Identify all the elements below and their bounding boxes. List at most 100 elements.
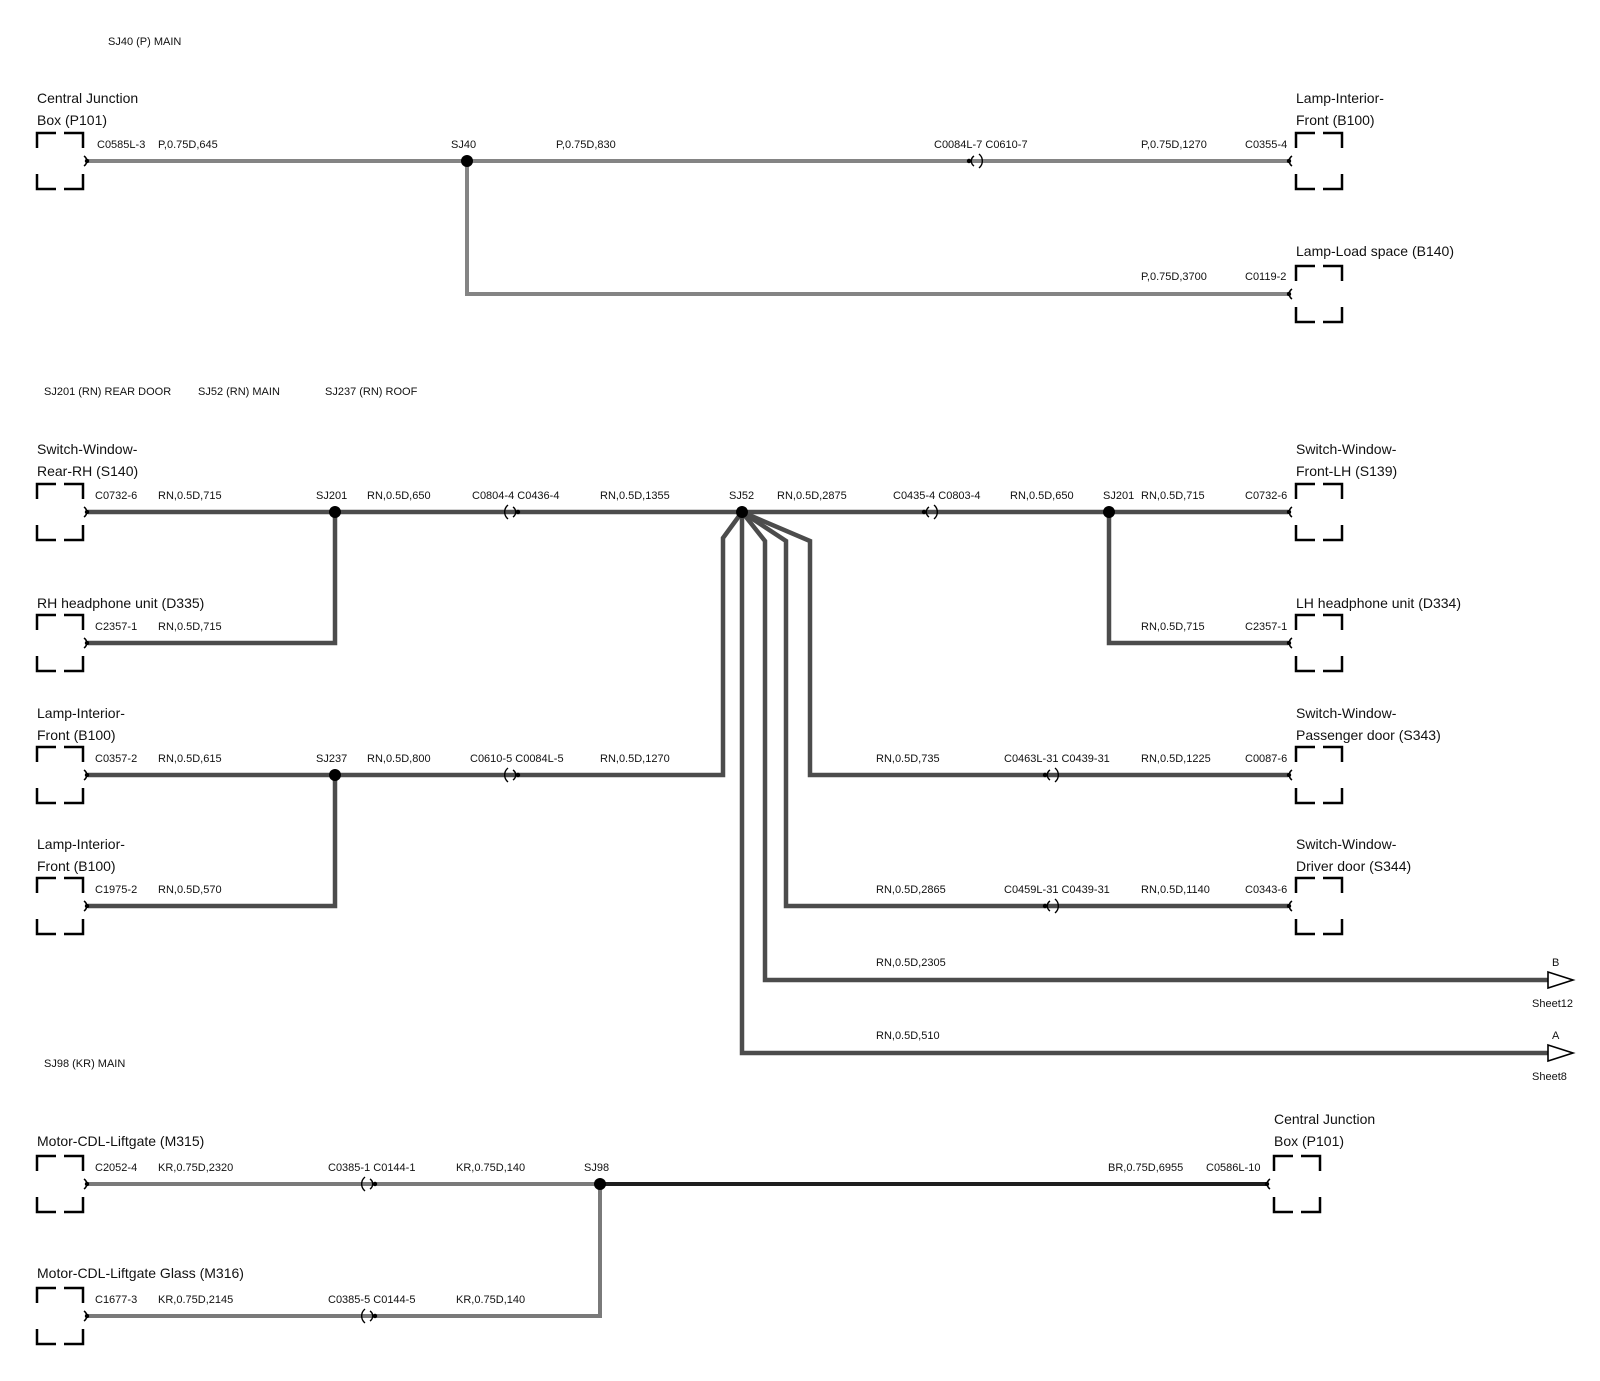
pin-icon bbox=[1286, 637, 1293, 649]
splice-group-label: SJ201 (RN) REAR DOOR bbox=[44, 386, 171, 398]
component-label-sw-rear-rh: Switch-Window- bbox=[37, 441, 138, 457]
splice-group-label: SJ98 (KR) MAIN bbox=[44, 1058, 125, 1070]
inline-connector-icon bbox=[504, 504, 521, 520]
wire-label: RN,0.5D,510 bbox=[876, 1030, 940, 1042]
connector-label: C0435-4 C0803-4 bbox=[893, 490, 980, 502]
pin-icon bbox=[1286, 506, 1293, 518]
component-label-sw-driver: Switch-Window- bbox=[1296, 836, 1397, 852]
splice-label: SJ201 bbox=[316, 490, 347, 502]
connector-label: C0385-5 C0144-5 bbox=[328, 1294, 415, 1306]
component-label-lamp-front-b: Front (B100) bbox=[37, 858, 116, 874]
component-label-lamp-front-a: Front (B100) bbox=[37, 727, 116, 743]
component-connector-icon bbox=[1294, 876, 1344, 936]
pin-icon bbox=[83, 769, 90, 781]
connector-label: C2052-4 bbox=[95, 1162, 137, 1174]
wire-label: RN,0.5D,715 bbox=[158, 490, 222, 502]
wire-rn-sheet12 bbox=[740, 510, 1550, 983]
splice-dot bbox=[1103, 506, 1115, 518]
offsheet-sheet-label: Sheet8 bbox=[1532, 1071, 1567, 1083]
wire-label: RN,0.5D,650 bbox=[1010, 490, 1074, 502]
component-connector-icon bbox=[1294, 613, 1344, 673]
wire-label: RN,0.5D,1270 bbox=[600, 753, 670, 765]
pin-icon bbox=[83, 1310, 90, 1322]
pin-icon bbox=[1286, 155, 1293, 167]
splice-dot bbox=[329, 769, 341, 781]
component-label-sw-front-lh: Front-LH (S139) bbox=[1296, 463, 1397, 479]
pin-icon bbox=[83, 506, 90, 518]
component-label-cjb-top: Box (P101) bbox=[37, 112, 107, 128]
wire-label: RN,0.5D,800 bbox=[367, 753, 431, 765]
component-connector-icon bbox=[1294, 264, 1344, 324]
inline-connector-icon bbox=[1042, 767, 1059, 783]
pin-icon bbox=[83, 900, 90, 912]
wire-rn-driver bbox=[740, 510, 1288, 909]
wire-label: RN,0.5D,650 bbox=[367, 490, 431, 502]
connector-label: C2357-1 bbox=[1245, 621, 1287, 633]
pin-icon bbox=[83, 1178, 90, 1190]
connector-label: C0119-2 bbox=[1245, 271, 1286, 283]
inline-connector-icon bbox=[921, 504, 938, 520]
connector-label: C0463L-31 C0439-31 bbox=[1004, 753, 1110, 765]
connector-label: C0355-4 bbox=[1245, 139, 1287, 151]
component-label-cjb-bottom: Central Junction bbox=[1274, 1111, 1375, 1127]
inline-connector-icon bbox=[504, 767, 521, 783]
wire-rn-lamp-b bbox=[88, 775, 338, 909]
offsheet-arrow-icon bbox=[1547, 970, 1576, 990]
component-connector-icon bbox=[1294, 131, 1344, 191]
offsheet-arrow-icon bbox=[1547, 1043, 1576, 1063]
component-connector-icon bbox=[1294, 482, 1344, 542]
wire-label: KR,0.75D,2320 bbox=[158, 1162, 233, 1174]
splice-label: SJ98 bbox=[584, 1162, 609, 1174]
component-label-motor-liftgate: Motor-CDL-Liftgate (M315) bbox=[37, 1133, 204, 1149]
component-label-sw-passenger: Switch-Window- bbox=[1296, 705, 1397, 721]
component-label-sw-front-lh: Switch-Window- bbox=[1296, 441, 1397, 457]
pin-icon bbox=[83, 637, 90, 649]
component-label-sw-passenger: Passenger door (S343) bbox=[1296, 727, 1441, 743]
wire-p-load bbox=[465, 161, 1288, 296]
component-connector-icon bbox=[35, 131, 85, 191]
wire-rn-rh-headphone bbox=[88, 512, 338, 646]
connector-label: C0084L-7 C0610-7 bbox=[934, 139, 1028, 151]
connector-label: C0804-4 C0436-4 bbox=[472, 490, 559, 502]
marks-layer bbox=[35, 131, 1576, 1346]
wire-label: P,0.75D,830 bbox=[556, 139, 616, 151]
inline-connector-icon bbox=[966, 153, 983, 169]
pin-icon bbox=[1286, 288, 1293, 300]
splice-label: SJ237 bbox=[316, 753, 347, 765]
connector-label: C2357-1 bbox=[95, 621, 137, 633]
wire-label: RN,0.5D,2865 bbox=[876, 884, 946, 896]
wire-label: KR,0.75D,140 bbox=[456, 1162, 525, 1174]
component-label-sw-driver: Driver door (S344) bbox=[1296, 858, 1411, 874]
component-connector-icon bbox=[35, 876, 85, 936]
wire-label: RN,0.5D,2875 bbox=[777, 490, 847, 502]
component-label-lamp-load: Lamp-Load space (B140) bbox=[1296, 243, 1454, 259]
component-connector-icon bbox=[1272, 1154, 1322, 1214]
wire-label: P,0.75D,1270 bbox=[1141, 139, 1207, 151]
pin-icon bbox=[83, 155, 90, 167]
wire-rn-roof bbox=[88, 510, 744, 778]
connector-label: C0732-6 bbox=[1245, 490, 1287, 502]
connector-label: C0343-6 bbox=[1245, 884, 1287, 896]
component-connector-icon bbox=[1294, 745, 1344, 805]
connector-label: C1975-2 bbox=[95, 884, 137, 896]
component-connector-icon bbox=[35, 482, 85, 542]
wire-label: RN,0.5D,715 bbox=[1141, 490, 1205, 502]
connector-label: C0585L-3 bbox=[97, 139, 145, 151]
offsheet-letter: B bbox=[1552, 957, 1559, 969]
component-label-cjb-bottom: Box (P101) bbox=[1274, 1133, 1344, 1149]
splice-group-label: SJ40 (P) MAIN bbox=[108, 36, 181, 48]
inline-connector-icon bbox=[361, 1176, 378, 1192]
connector-label: C0357-2 bbox=[95, 753, 137, 765]
wire-rn-sheet8 bbox=[739, 512, 1550, 1056]
component-label-lamp-front-a: Lamp-Interior- bbox=[37, 705, 125, 721]
component-label-lamp-front-top: Lamp-Interior- bbox=[1296, 90, 1384, 106]
splice-label: SJ40 bbox=[451, 139, 476, 151]
wire-label: KR,0.75D,2145 bbox=[158, 1294, 233, 1306]
component-label-motor-liftgate-glass: Motor-CDL-Liftgate Glass (M316) bbox=[37, 1265, 244, 1281]
connector-label: C0087-6 bbox=[1245, 753, 1287, 765]
splice-group-label: SJ237 (RN) ROOF bbox=[325, 386, 418, 398]
wire-label: P,0.75D,645 bbox=[158, 139, 218, 151]
component-label-lh-headphone: LH headphone unit (D334) bbox=[1296, 595, 1461, 611]
